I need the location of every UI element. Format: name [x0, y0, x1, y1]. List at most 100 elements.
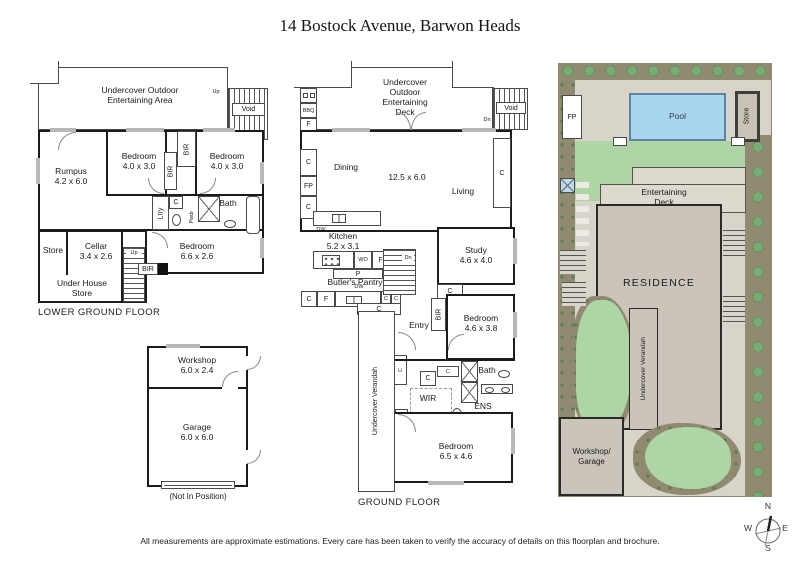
lg-up-label-top: Up: [212, 88, 220, 95]
lawn: [576, 300, 632, 432]
room-label-living: Living: [451, 186, 475, 197]
room-label-wir: WIR: [419, 392, 437, 403]
gf-outdoor-deck-label: Undercover Outdoor Entertaining Deck: [382, 77, 428, 117]
window: [260, 238, 264, 258]
gf-verandah: Undercover Verandah: [358, 311, 395, 492]
gf-void-label: Void: [496, 102, 526, 114]
cupboard: C: [420, 371, 436, 386]
shower: [461, 361, 478, 382]
window: [513, 238, 517, 264]
toilet: [172, 214, 181, 226]
window: [50, 128, 76, 132]
wall-oven: WO: [354, 251, 372, 269]
window: [513, 312, 517, 338]
entry-label: Entry: [409, 320, 429, 331]
window: [511, 428, 515, 454]
fridge: F: [317, 291, 335, 307]
wall: [147, 387, 248, 389]
lg-outdoor-deck-outline: [38, 67, 228, 130]
compass-icon: [754, 515, 782, 547]
window: [166, 344, 200, 348]
disclaimer-text: All measurements are approximate estimat…: [140, 536, 660, 546]
room-label-bath: Bath: [478, 364, 496, 375]
window: [428, 481, 464, 485]
fireplace: FP: [300, 176, 317, 196]
window: [203, 128, 235, 132]
cupboard: C: [300, 196, 317, 219]
room-label-ens: ENS: [474, 400, 492, 411]
fridge: F: [300, 118, 317, 131]
site-pool: Pool: [629, 93, 726, 141]
wall: [121, 230, 123, 303]
door-arc: [247, 450, 261, 464]
room-label-dining: Dining: [333, 162, 359, 173]
laundry: Ltry: [152, 196, 169, 230]
room-label-store: Store: [42, 245, 64, 256]
gf-dn-label-top: Dn: [483, 116, 491, 123]
compass-east: E: [782, 523, 788, 534]
toilet: [498, 370, 510, 378]
bathtub: [246, 196, 260, 234]
door-arc: [247, 356, 261, 370]
window: [36, 158, 40, 184]
vanity: [481, 384, 513, 394]
door-gap: [222, 386, 238, 390]
site-stairs: [562, 282, 586, 306]
cupboard: C: [437, 366, 459, 377]
dishwasher-label: DW: [316, 227, 326, 234]
sink-bowl: [310, 93, 315, 98]
gate-icon: [613, 137, 627, 146]
gf-deck-notch: [452, 61, 494, 88]
compass-north: N: [764, 501, 772, 512]
lg-void-label: Void: [232, 103, 265, 116]
window: [332, 128, 370, 132]
gf-dn-label: Dn: [402, 254, 414, 262]
lg-up-label: Up: [126, 249, 142, 257]
room-label-bath: Bath: [219, 198, 237, 209]
site-verandah: Undercover Verandah: [629, 308, 658, 430]
garage-building-outline: [147, 346, 248, 487]
site-store: Store: [735, 91, 760, 142]
window: [260, 162, 264, 184]
window: [462, 128, 496, 132]
wall: [66, 230, 68, 275]
shower: [198, 196, 220, 222]
kitchen-island: [313, 211, 381, 226]
sink-bowl: [303, 93, 308, 98]
site-stairs: [723, 296, 745, 322]
room-label-butlers-pantry: Butler's Pantry: [327, 277, 383, 288]
room-label-under-house-store: Under House Store: [56, 278, 108, 298]
gate-icon: [731, 137, 745, 146]
page-title: 14 Bostock Avenue, Barwon Heads: [279, 16, 521, 35]
great-room-dims: 12.5 x 6.0: [388, 172, 426, 183]
door-arc: [398, 332, 416, 350]
site-fireplace: FP: [562, 95, 582, 139]
garden-bed-trees: [558, 63, 772, 80]
basin: [501, 387, 510, 393]
bbq: BBQ: [300, 103, 317, 118]
compass-west: W: [743, 523, 753, 534]
built-in-robe: BIR: [138, 263, 158, 275]
garage-note: (Not In Position): [169, 492, 227, 502]
built-in-robe: BIR: [164, 152, 177, 190]
compass-south: S: [765, 543, 771, 554]
wall: [38, 229, 264, 231]
garage-door-line: [164, 485, 232, 486]
wall: [158, 263, 168, 275]
site-stairs: [560, 250, 586, 274]
garden-bed-trees: [745, 135, 772, 497]
powder-room-label: Pwdr: [188, 210, 195, 224]
wall: [394, 359, 515, 361]
